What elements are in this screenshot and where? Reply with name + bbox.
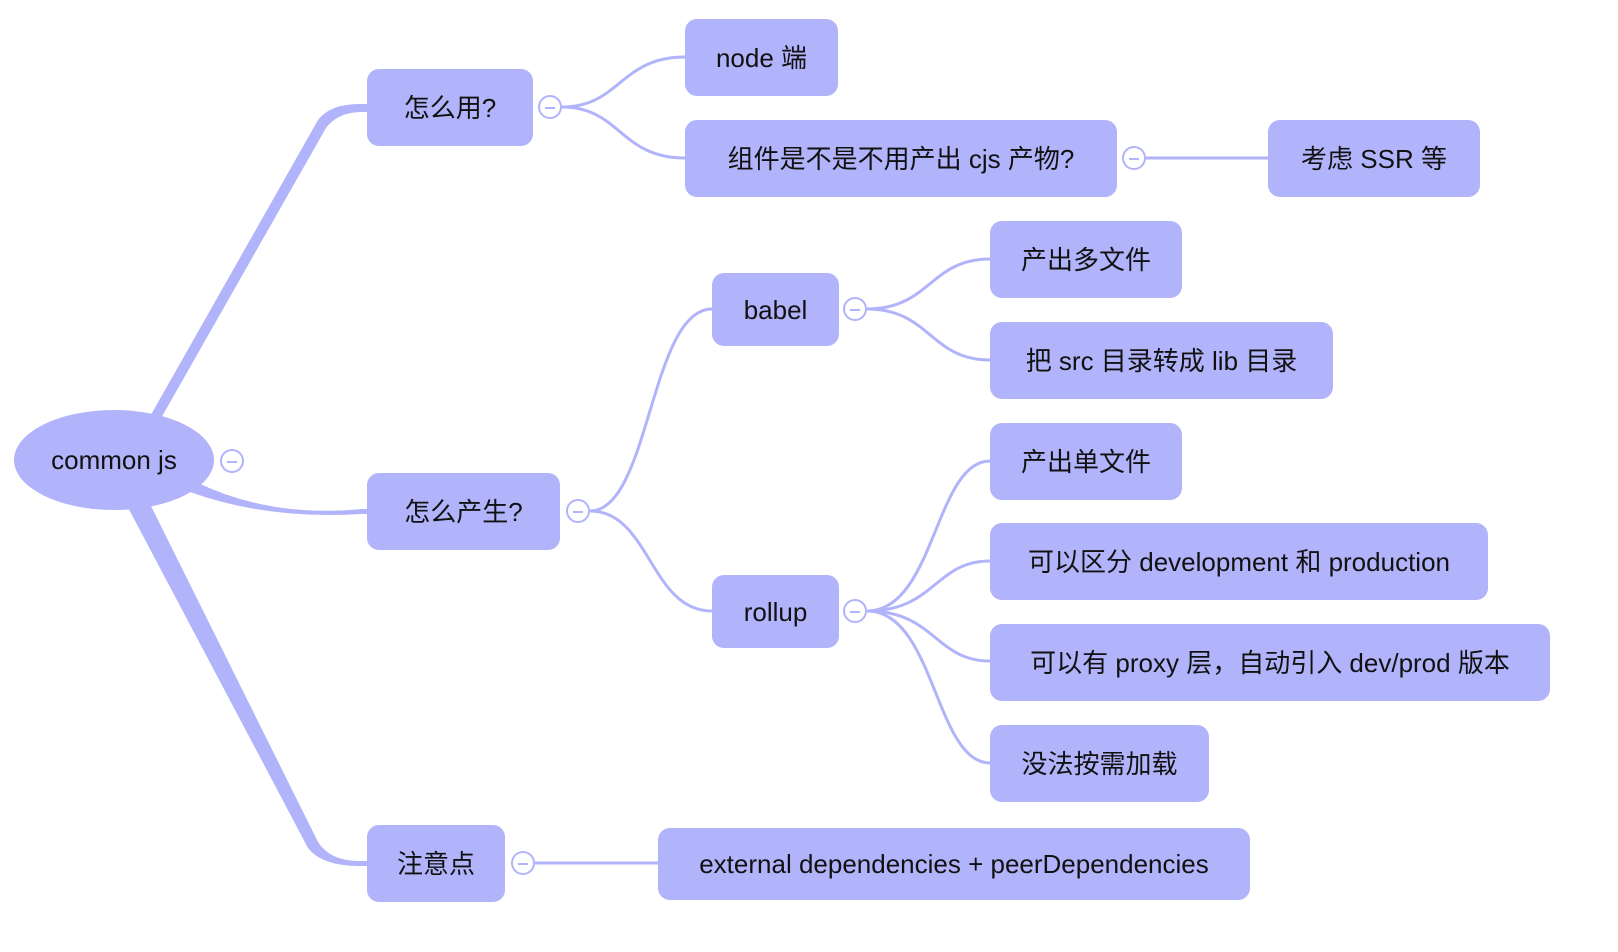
link-b1-rollup <box>589 509 713 613</box>
collapse-minus-icon[interactable] <box>1122 146 1146 170</box>
node-label: 产出多文件 <box>1020 244 1151 275</box>
node-label: 把 src 目录转成 lib 目录 <box>1025 345 1298 376</box>
node-proxy-layer[interactable]: 可以有 proxy 层，自动引入 dev/prod 版本 <box>990 624 1550 701</box>
node-src-to-lib[interactable]: 把 src 目录转成 lib 目录 <box>990 322 1333 399</box>
root-links <box>124 104 370 866</box>
link-babel-0 <box>866 257 991 311</box>
node-label: 可以区分 development 和 production <box>1028 546 1450 577</box>
child-links <box>535 55 1268 865</box>
link-root-b0 <box>126 104 370 420</box>
node-label: 考虑 SSR 等 <box>1301 143 1447 174</box>
branch-label: 注意点 <box>396 848 475 879</box>
link-babel-1 <box>866 307 991 362</box>
root-node[interactable]: common js <box>14 410 214 510</box>
branch-node-how-to-use[interactable]: 怎么用? <box>367 69 533 146</box>
node-consider-ssr[interactable]: 考虑 SSR 等 <box>1268 120 1480 197</box>
node-no-on-demand-loading[interactable]: 没法按需加载 <box>990 725 1209 802</box>
branch-node-notes[interactable]: 注意点 <box>367 825 505 902</box>
root-label: common js <box>51 444 177 475</box>
node-dev-prod-distinguish[interactable]: 可以区分 development 和 production <box>990 523 1488 600</box>
collapse-minus-icon[interactable] <box>538 95 562 119</box>
node-label: babel <box>743 294 808 325</box>
node-label: 没法按需加载 <box>1021 748 1178 779</box>
link-b0-c0 <box>561 55 686 109</box>
node-label: 产出单文件 <box>1020 446 1151 477</box>
collapse-minus-icon[interactable] <box>511 851 535 875</box>
node-babel[interactable]: babel <box>712 273 839 346</box>
link-b0-c1 <box>561 105 686 160</box>
link-rollup-3 <box>866 609 991 765</box>
link-root-b2 <box>124 500 370 866</box>
node-label: 组件是不是不用产出 cjs 产物? <box>727 143 1075 174</box>
link-rollup-0 <box>866 459 991 613</box>
collapse-minus-icon[interactable] <box>220 449 244 473</box>
link-rollup-1 <box>866 559 991 613</box>
node-rollup[interactable]: rollup <box>712 575 839 648</box>
collapse-minus-icon[interactable] <box>566 499 590 523</box>
collapse-minus-icon[interactable] <box>843 599 867 623</box>
link-rollup-2 <box>866 609 991 663</box>
collapse-minus-icon[interactable] <box>843 297 867 321</box>
branch-label: 怎么产生? <box>404 496 523 527</box>
link-b1-babel <box>589 307 713 513</box>
node-label: 可以有 proxy 层，自动引入 dev/prod 版本 <box>1030 647 1510 678</box>
branch-label: 怎么用? <box>403 92 497 123</box>
link-root-b1 <box>190 482 370 516</box>
node-single-file-output[interactable]: 产出单文件 <box>990 423 1182 500</box>
node-label: external dependencies + peerDependencies <box>699 849 1209 879</box>
node-node-side[interactable]: node 端 <box>685 19 838 96</box>
node-external-deps[interactable]: external dependencies + peerDependencies <box>658 828 1250 900</box>
node-label: node 端 <box>715 42 808 73</box>
node-label: rollup <box>743 596 808 627</box>
node-multi-file-output[interactable]: 产出多文件 <box>990 221 1182 298</box>
node-cjs-output-question[interactable]: 组件是不是不用产出 cjs 产物? <box>685 120 1117 197</box>
branch-node-how-to-produce[interactable]: 怎么产生? <box>367 473 560 550</box>
